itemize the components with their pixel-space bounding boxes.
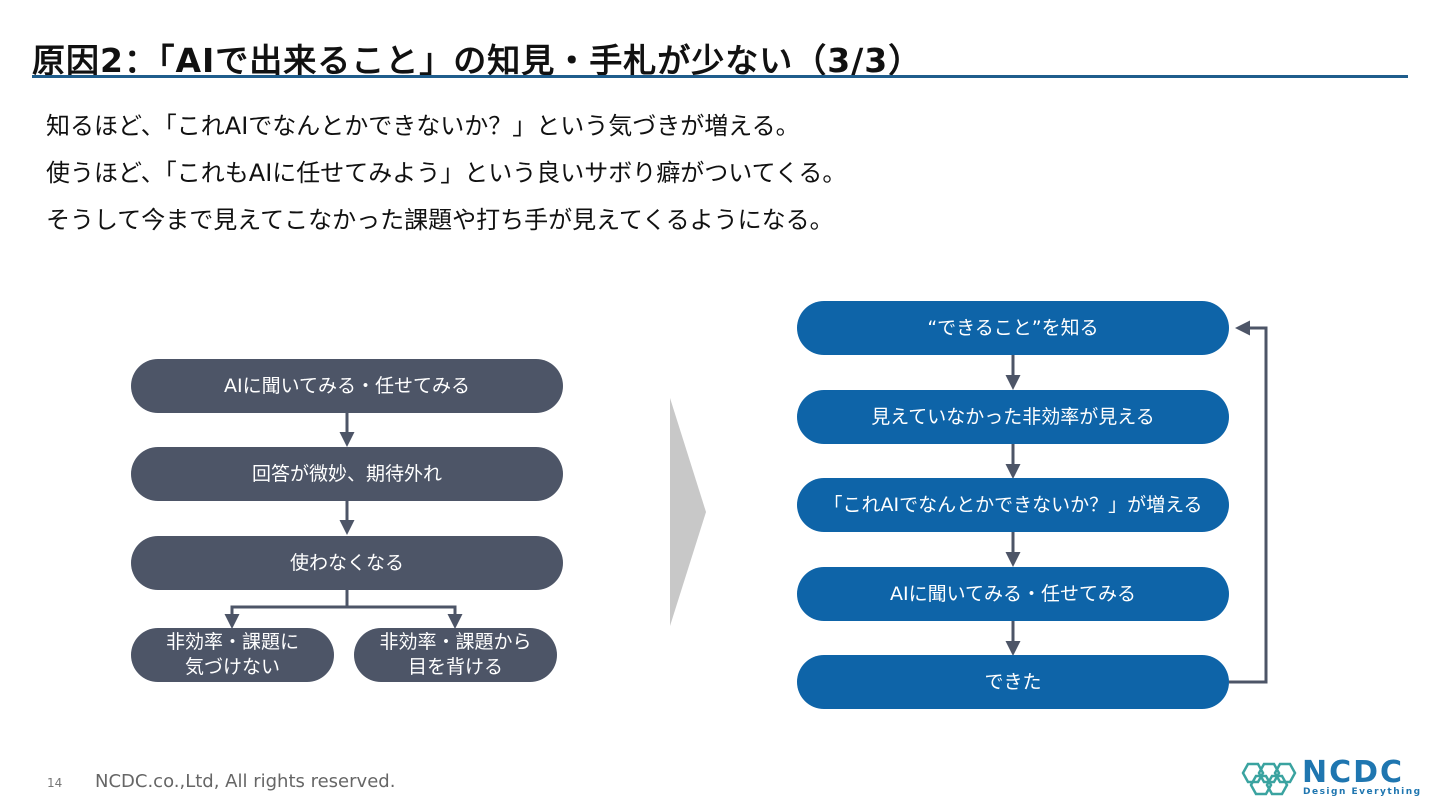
left-step-stop-using-label: 使わなくなる: [289, 551, 404, 574]
right-step-know: “できること”を知る: [797, 301, 1229, 355]
left-step-stop-using: 使わなくなる: [131, 536, 563, 590]
title-underline: [32, 75, 1408, 78]
logo-tagline: Design Everything: [1303, 787, 1422, 797]
left-branch-avoid: 非効率・課題から 目を背ける: [354, 628, 557, 682]
body-line-3: そうして今まで見えてこなかった課題や打ち手が見えてくるようになる。: [46, 206, 834, 234]
right-step-more-ideas-label: 「これAIでなんとかできないか？」が増える: [823, 493, 1203, 516]
chevron-right-icon: [670, 398, 706, 626]
body-line-2: 使うほど、「これもAIに任せてみよう」という良いサボり癖がついてくる。: [46, 159, 847, 187]
left-branch-unaware: 非効率・課題に 気づけない: [131, 628, 334, 682]
ncdc-logo-icon: [1241, 762, 1297, 796]
right-step-more-ideas: 「これAIでなんとかできないか？」が増える: [797, 478, 1229, 532]
left-step-ask-ai: AIに聞いてみる・任せてみる: [131, 359, 563, 413]
left-step-disappointing: 回答が微妙、期待外れ: [131, 447, 563, 501]
right-step-ask-ai: AIに聞いてみる・任せてみる: [797, 567, 1229, 621]
right-step-ask-ai-label: AIに聞いてみる・任せてみる: [889, 582, 1137, 605]
right-step-know-label: “できること”を知る: [927, 316, 1099, 339]
left-branch-avoid-line2: 目を背ける: [407, 656, 503, 678]
logo-wordmark: NCDC: [1302, 755, 1405, 790]
left-branch-unaware-line2: 気づけない: [184, 656, 280, 678]
left-branch-unaware-line1: 非効率・課題に: [165, 631, 299, 653]
page-number: 14: [47, 776, 63, 790]
left-step-ask-ai-label: AIに聞いてみる・任せてみる: [223, 374, 471, 397]
right-step-see-inefficiency-label: 見えていなかった非効率が見える: [871, 405, 1155, 428]
slide-title: 原因2：「AIで出来ること」の知見・手札が少ない（3/3）: [32, 41, 923, 80]
right-step-see-inefficiency: 見えていなかった非効率が見える: [797, 390, 1229, 444]
left-step-disappointing-label: 回答が微妙、期待外れ: [251, 462, 442, 485]
body-line-1: 知るほど、「これAIでなんとかできないか？」という気づきが増える。: [46, 112, 800, 140]
copyright-text: NCDC.co.,Ltd, All rights reserved.: [95, 771, 396, 792]
left-branch-avoid-line1: 非効率・課題から: [379, 631, 532, 653]
right-step-done: できた: [797, 655, 1229, 709]
right-step-done-label: できた: [984, 670, 1042, 693]
